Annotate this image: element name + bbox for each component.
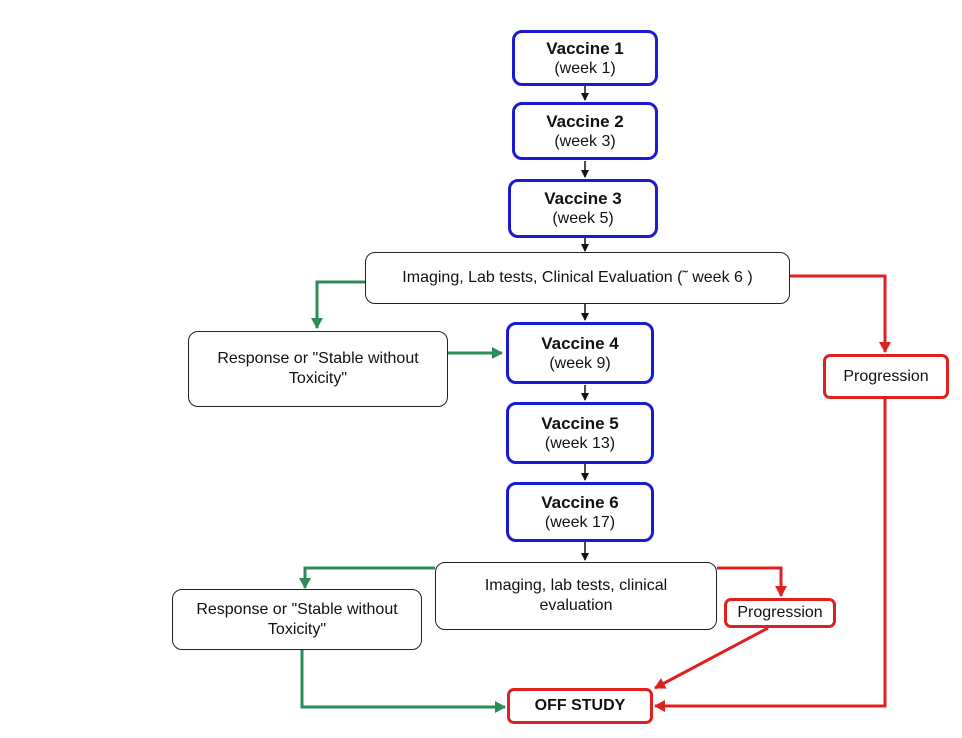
off-study-box: OFF STUDY bbox=[507, 688, 653, 724]
arrow-eval2-response2 bbox=[299, 566, 435, 589]
arrow-eval1-progression1 bbox=[790, 274, 891, 353]
response-1-line1: Response or "Stable without bbox=[217, 350, 419, 367]
response-2-line2: Toxicity" bbox=[267, 620, 327, 638]
vaccine-3-title: Vaccine 3 bbox=[544, 189, 622, 208]
vaccine-3-box: Vaccine 3 (week 5) bbox=[508, 179, 658, 238]
evaluation-2-line2: evaluation bbox=[539, 597, 613, 614]
vaccine-2-box: Vaccine 2 (week 3) bbox=[512, 102, 658, 160]
vaccine-4-title: Vaccine 4 bbox=[541, 333, 619, 353]
progression-2-box: Progression bbox=[724, 598, 836, 628]
progression-1-box: Progression bbox=[823, 354, 949, 399]
vaccine-5-title: Vaccine 5 bbox=[541, 413, 619, 433]
response-1-line2: Toxicity" bbox=[288, 370, 348, 387]
response-2-line1: Response or "Stable without bbox=[196, 600, 398, 618]
vaccine-2-week: (week 3) bbox=[554, 132, 616, 150]
vaccine-6-week: (week 17) bbox=[544, 513, 616, 531]
vaccine-1-week: (week 1) bbox=[554, 59, 616, 77]
arrow-progression2-offstudy bbox=[654, 626, 769, 690]
arrow-eval2-progression2 bbox=[717, 566, 787, 597]
evaluation-2-box: Imaging, lab tests, clinical evaluation bbox=[435, 562, 717, 630]
progression-1-label: Progression bbox=[843, 367, 929, 385]
arrow-eval1-response1 bbox=[311, 280, 365, 329]
response-2-box: Response or "Stable without Toxicity" bbox=[172, 589, 422, 650]
evaluation-1-label: Imaging, Lab tests, Clinical Evaluation … bbox=[402, 269, 753, 286]
vaccine-4-box: Vaccine 4 (week 9) bbox=[506, 322, 654, 384]
vaccine-2-title: Vaccine 2 bbox=[546, 111, 624, 131]
progression-2-label: Progression bbox=[737, 604, 823, 621]
response-1-box: Response or "Stable without Toxicity" bbox=[188, 331, 448, 407]
evaluation-2-line1: Imaging, lab tests, clinical bbox=[484, 577, 668, 594]
arrow-progression1-offstudy bbox=[654, 399, 887, 712]
vaccine-6-box: Vaccine 6 (week 17) bbox=[506, 482, 654, 542]
vaccine-1-box: Vaccine 1 (week 1) bbox=[512, 30, 658, 86]
vaccine-1-title: Vaccine 1 bbox=[546, 38, 624, 58]
vaccine-5-box: Vaccine 5 (week 13) bbox=[506, 402, 654, 464]
vaccine-6-title: Vaccine 6 bbox=[541, 492, 619, 512]
off-study-label: OFF STUDY bbox=[534, 697, 626, 714]
vaccine-5-week: (week 13) bbox=[544, 434, 616, 452]
evaluation-1-box: Imaging, Lab tests, Clinical Evaluation … bbox=[365, 252, 790, 304]
vaccine-3-week: (week 5) bbox=[552, 210, 614, 227]
arrow-response2-offstudy bbox=[300, 650, 506, 713]
vaccine-4-week: (week 9) bbox=[549, 354, 611, 372]
